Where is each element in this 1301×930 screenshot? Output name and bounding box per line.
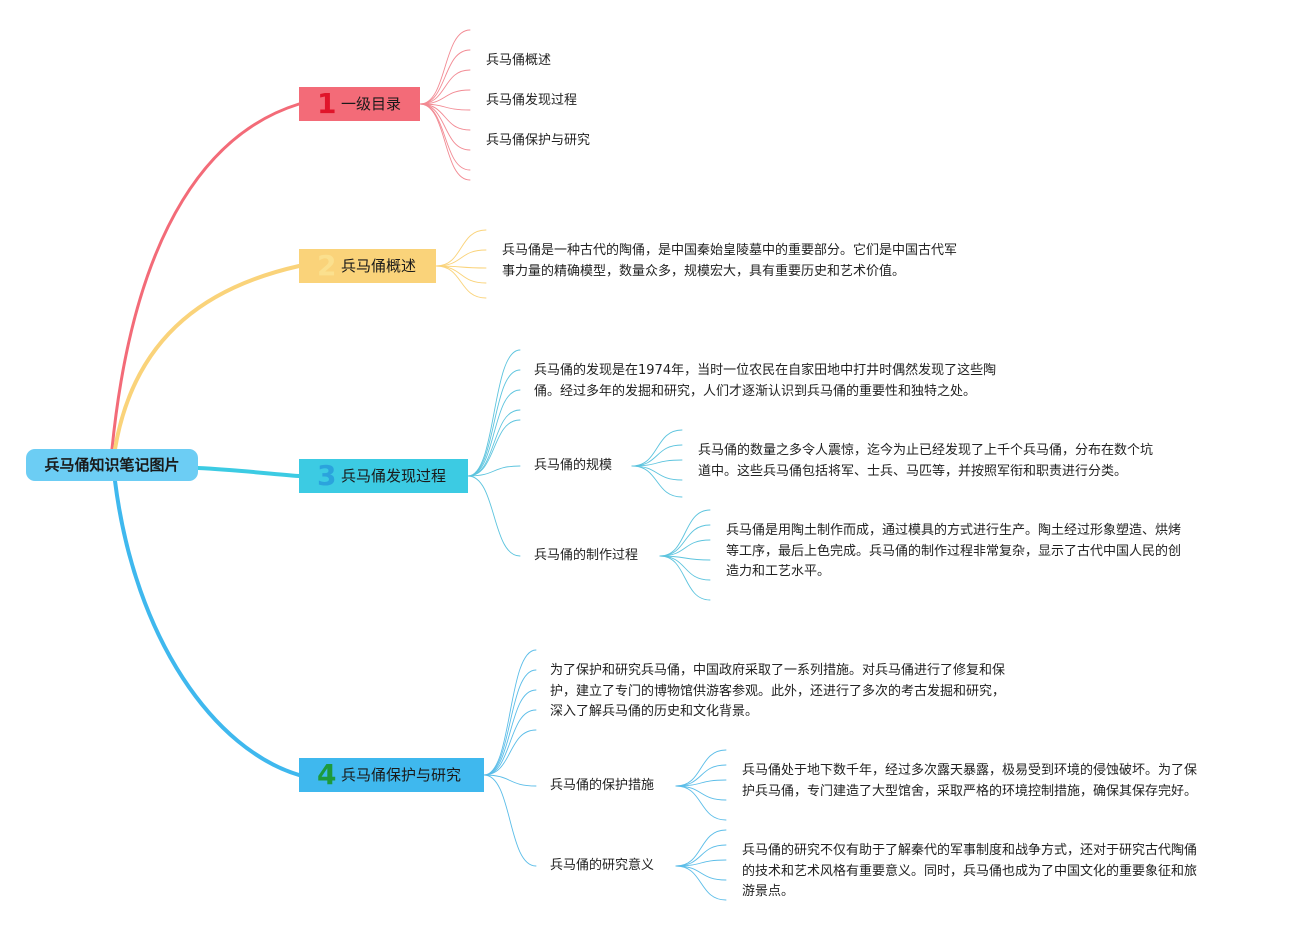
subtopic-research-significance[interactable]: 兵马俑的研究意义 [550, 858, 655, 873]
branch-label: 一级目录 [341, 95, 402, 113]
discovery-intro-text: 兵马俑的发现是在1974年，当时一位农民在自家田地中打井时偶然发现了这些陶 俑。… [534, 361, 1054, 402]
fan-3b-2 [659, 539, 711, 557]
fan-1-8 [419, 103, 471, 181]
fan-1-3 [419, 89, 471, 105]
branch-label: 兵马俑发现过程 [341, 467, 447, 485]
fan-4-6 [483, 774, 537, 867]
production-text: 兵马俑是用陶土制作而成，通过模具的方式进行生产。陶土经过形象塑造、烘烤 等工序，… [726, 521, 1246, 583]
subtopic-protection-measures[interactable]: 兵马俑的保护措施 [550, 778, 655, 793]
text-line: 兵马俑是用陶土制作而成，通过模具的方式进行生产。陶土经过形象塑造、烘烤 [726, 523, 1182, 538]
text-line: 兵马俑的数量之多令人震惊，迄今为止已经发现了上千个兵马俑，分布在数个坑 [698, 443, 1154, 458]
fan-3b-5 [659, 555, 711, 601]
fan-4-1 [483, 669, 537, 776]
fan-3-5 [467, 465, 521, 477]
text-line: 兵马俑处于地下数千年，经过多次露天暴露，极易受到环境的侵蚀破坏。为了保 [742, 763, 1198, 778]
number-3-badge: 3 [317, 459, 337, 492]
fan-1-2 [419, 69, 471, 105]
branch-discovery[interactable]: 3 兵马俑发现过程 [299, 459, 468, 493]
trunk-2 [113, 264, 301, 451]
fan-3-1 [467, 369, 521, 477]
fan-2-1 [435, 249, 487, 267]
fan-1-5 [419, 103, 471, 131]
fan-4-2 [483, 689, 537, 776]
fan-4b-3 [675, 865, 727, 881]
protection-intro-text: 为了保护和研究兵马俑，中国政府采取了一系列措施。对兵马俑进行了修复和保 护，建立… [550, 661, 1070, 723]
scale-text: 兵马俑的数量之多令人震惊，迄今为止已经发现了上千个兵马俑，分布在数个坑 道中。这… [698, 441, 1218, 482]
text-line: 兵马俑的发现是在1974年，当时一位农民在自家田地中打井时偶然发现了这些陶 [534, 363, 997, 378]
text-line: 游景点。 [742, 884, 795, 899]
branch-label: 兵马俑保护与研究 [341, 766, 462, 784]
fan-2-3 [435, 265, 487, 284]
fan-4a-4 [675, 785, 727, 821]
protection-measures-text: 兵马俑处于地下数千年，经过多次露天暴露，极易受到环境的侵蚀破坏。为了保 护兵马俑… [742, 761, 1262, 802]
text-line: 的技术和艺术风格有重要意义。同时，兵马俑也成为了中国文化的重要象征和旅 [742, 863, 1198, 879]
branch-overview[interactable]: 2 兵马俑概述 [299, 249, 436, 283]
fan-3-3 [467, 409, 521, 477]
fan-1-1 [419, 49, 471, 105]
number-2-badge: 2 [317, 249, 337, 282]
fan-3-0 [467, 349, 521, 477]
toc-item-discovery[interactable]: 兵马俑发现过程 [486, 93, 578, 108]
number-1-badge: 1 [317, 87, 337, 120]
text-line: 深入了解兵马俑的历史和文化背景。 [550, 704, 759, 719]
branch-label: 兵马俑概述 [341, 257, 417, 275]
fan-3a-3 [631, 465, 683, 481]
fan-4a-3 [675, 785, 727, 801]
text-line: 为了保护和研究兵马俑，中国政府采取了一系列措施。对兵马俑进行了修复和保 [550, 663, 1006, 678]
fan-4-0 [483, 649, 537, 776]
text-line: 道中。这些兵马俑包括将军、士兵、马匹等，并按照军衔和职责进行分类。 [698, 463, 1128, 479]
fan-3b-0 [659, 509, 711, 557]
fan-1-0 [419, 29, 471, 105]
text-line: 护兵马俑，专门建造了大型馆舍，采取严格的环境控制措施，确保其保存完好。 [742, 783, 1198, 799]
text-line: 等工序，最后上色完成。兵马俑的制作过程非常复杂，显示了古代中国人民的创 [726, 543, 1182, 559]
fan-3-2 [467, 389, 521, 477]
branch-table-of-contents[interactable]: 1 一级目录 [299, 87, 420, 121]
fan-2-0 [435, 229, 487, 267]
toc-item-protection[interactable]: 兵马俑保护与研究 [486, 133, 591, 148]
overview-text: 兵马俑是一种古代的陶俑，是中国秦始皇陵墓中的重要部分。它们是中国古代军 事力量的… [502, 241, 1022, 282]
fan-3a-4 [631, 465, 683, 498]
text-line: 事力量的精确模型，数量众多，规模宏大，具有重要历史和艺术价值。 [502, 263, 906, 279]
fan-3-6 [467, 475, 521, 557]
branch-protection-research[interactable]: 4 兵马俑保护与研究 [299, 758, 484, 792]
fan-4b-4 [675, 865, 727, 901]
fan-4-3 [483, 709, 537, 776]
trunk-3 [196, 466, 301, 478]
text-line: 兵马俑是一种古代的陶俑，是中国秦始皇陵墓中的重要部分。它们是中国古代军 [502, 243, 958, 258]
fan-3-4 [467, 419, 521, 477]
research-significance-text: 兵马俑的研究不仅有助于了解秦代的军事制度和战争方式，还对于研究古代陶俑 的技术和… [742, 841, 1262, 903]
trunk-1 [110, 102, 301, 451]
fan-1-7 [419, 103, 471, 171]
fan-4-4 [483, 729, 537, 776]
text-line: 兵马俑的研究不仅有助于了解秦代的军事制度和战争方式，还对于研究古代陶俑 [742, 843, 1198, 858]
subtopic-scale[interactable]: 兵马俑的规模 [534, 458, 613, 473]
fan-2-4 [435, 265, 487, 299]
fan-4-5 [483, 774, 537, 787]
text-line: 造力和工艺水平。 [726, 564, 831, 579]
number-4-badge: 4 [317, 758, 337, 791]
trunk-4 [113, 479, 301, 777]
subtopic-production[interactable]: 兵马俑的制作过程 [534, 548, 639, 563]
text-line: 俑。经过多年的发掘和研究，人们才逐渐认识到兵马俑的重要性和独特之处。 [534, 383, 977, 399]
root-topic[interactable]: 兵马俑知识笔记图片 [26, 449, 198, 481]
text-line: 护，建立了专门的博物馆供游客参观。此外，还进行了多次的考古发掘和研究， [550, 683, 1006, 699]
toc-item-overview[interactable]: 兵马俑概述 [486, 53, 552, 68]
